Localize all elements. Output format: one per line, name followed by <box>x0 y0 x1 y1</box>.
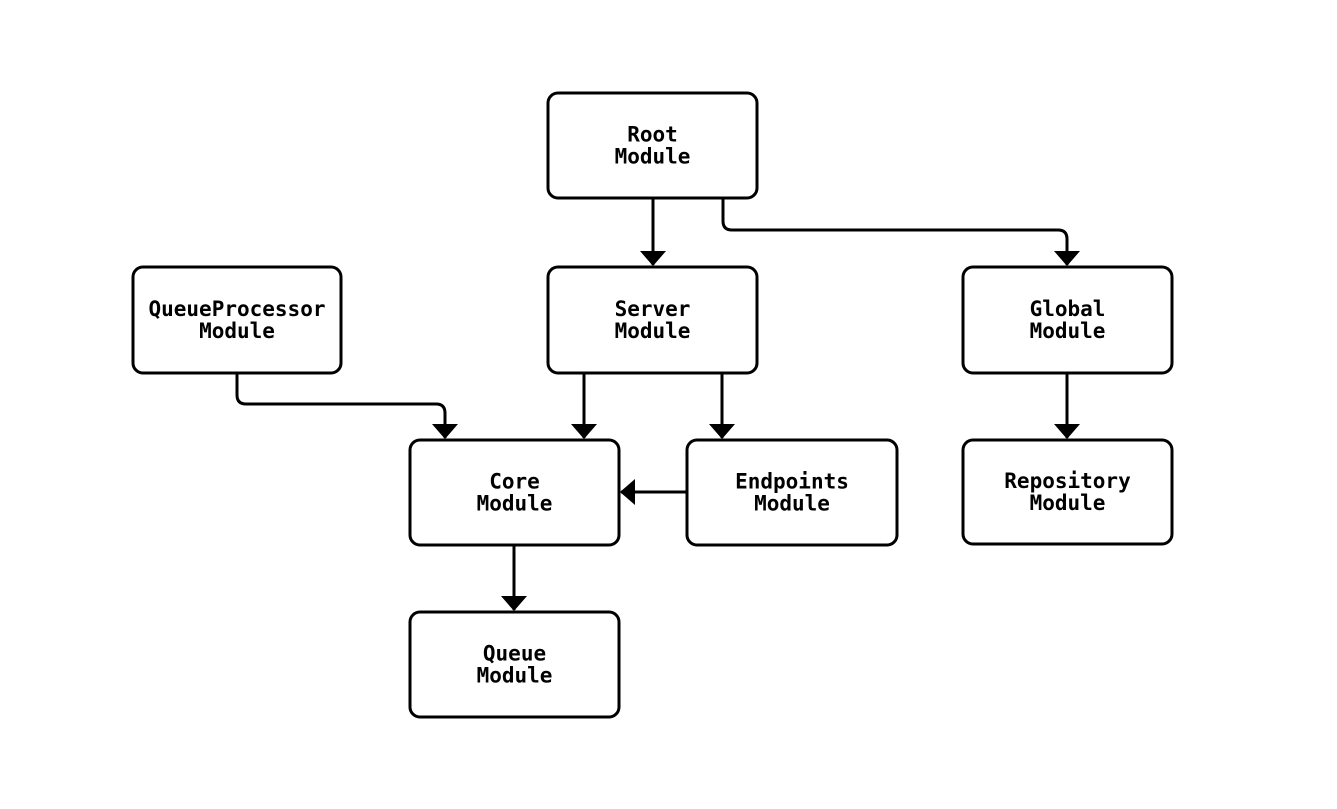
global-label-line1: Global <box>1030 297 1106 321</box>
global-box <box>961 265 1174 375</box>
global-label-line2: Module <box>1030 319 1106 343</box>
endpoints-box <box>685 438 899 547</box>
server-label-line1: Server <box>615 297 691 321</box>
core-label-line2: Module <box>477 492 553 516</box>
core-box <box>408 438 621 547</box>
queue-label-line2: Module <box>477 664 553 688</box>
server-box <box>546 265 759 375</box>
queue-label-line1: Queue <box>483 642 546 666</box>
root-label-line2: Module <box>615 145 691 169</box>
server-label-line2: Module <box>615 319 691 343</box>
edge-queueprocessor-to-core <box>235 373 458 439</box>
endpoints-label-line2: Module <box>754 492 830 516</box>
repository-box <box>961 438 1174 546</box>
queueprocessor-label-line2: Module <box>199 319 275 343</box>
core-label-line1: Core <box>489 470 540 494</box>
repository-label-line1: Repository <box>1004 469 1131 493</box>
repository-label-line2: Module <box>1030 491 1106 515</box>
queueprocessor-box <box>131 265 343 375</box>
endpoints-label-line1: Endpoints <box>735 470 849 494</box>
root-label-line1: Root <box>627 123 678 147</box>
queueprocessor-label-line1: QueueProcessor <box>148 297 325 321</box>
queue-box <box>408 610 621 719</box>
root-box <box>546 91 759 200</box>
edge-root-to-global <box>721 198 1080 266</box>
